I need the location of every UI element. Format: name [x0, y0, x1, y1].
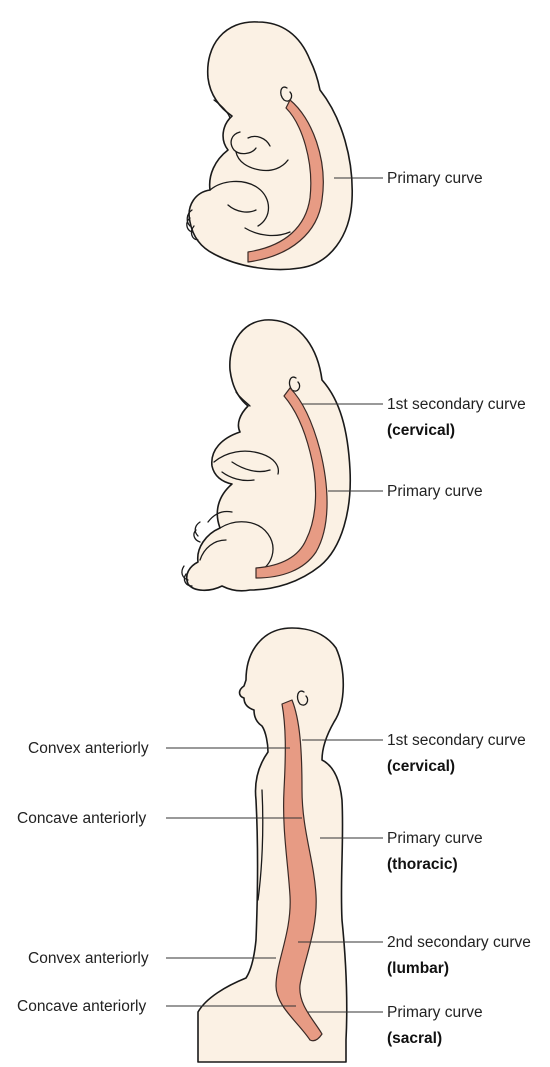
infant-primary-curve-label: Primary curve: [387, 483, 483, 500]
adult-thoracic-sublabel: (thoracic): [387, 856, 458, 873]
adult-body-outline: [198, 628, 347, 1062]
fetus-primary-curve-label: Primary curve: [387, 170, 483, 187]
adult-sacral-sublabel: (sacral): [387, 1030, 442, 1047]
infant-secondary-curve-sublabel: (cervical): [387, 422, 455, 439]
adult-thoracic-label: Primary curve: [387, 830, 483, 847]
adult-cervical-label: 1st secondary curve: [387, 732, 526, 749]
infant-figure: 1st secondary curve (cervical) Primary c…: [182, 320, 526, 591]
adult-concave-1-label: Concave anteriorly: [17, 810, 146, 827]
infant-secondary-curve-label: 1st secondary curve: [387, 396, 526, 413]
adult-figure: 1st secondary curve (cervical) Primary c…: [17, 628, 531, 1062]
fetus-body-outline: [189, 22, 352, 270]
infant-foot-upper: [194, 522, 200, 542]
fetus-figure: Primary curve: [187, 22, 483, 270]
adult-lumbar-label: 2nd secondary curve: [387, 934, 531, 951]
adult-lumbar-sublabel: (lumbar): [387, 960, 449, 977]
infant-body-outline: [187, 320, 351, 591]
adult-sacral-label: Primary curve: [387, 1004, 483, 1021]
adult-concave-2-label: Concave anteriorly: [17, 998, 146, 1015]
adult-convex-2-label: Convex anteriorly: [28, 950, 149, 967]
adult-convex-1-label: Convex anteriorly: [28, 740, 149, 757]
adult-cervical-sublabel: (cervical): [387, 758, 455, 775]
